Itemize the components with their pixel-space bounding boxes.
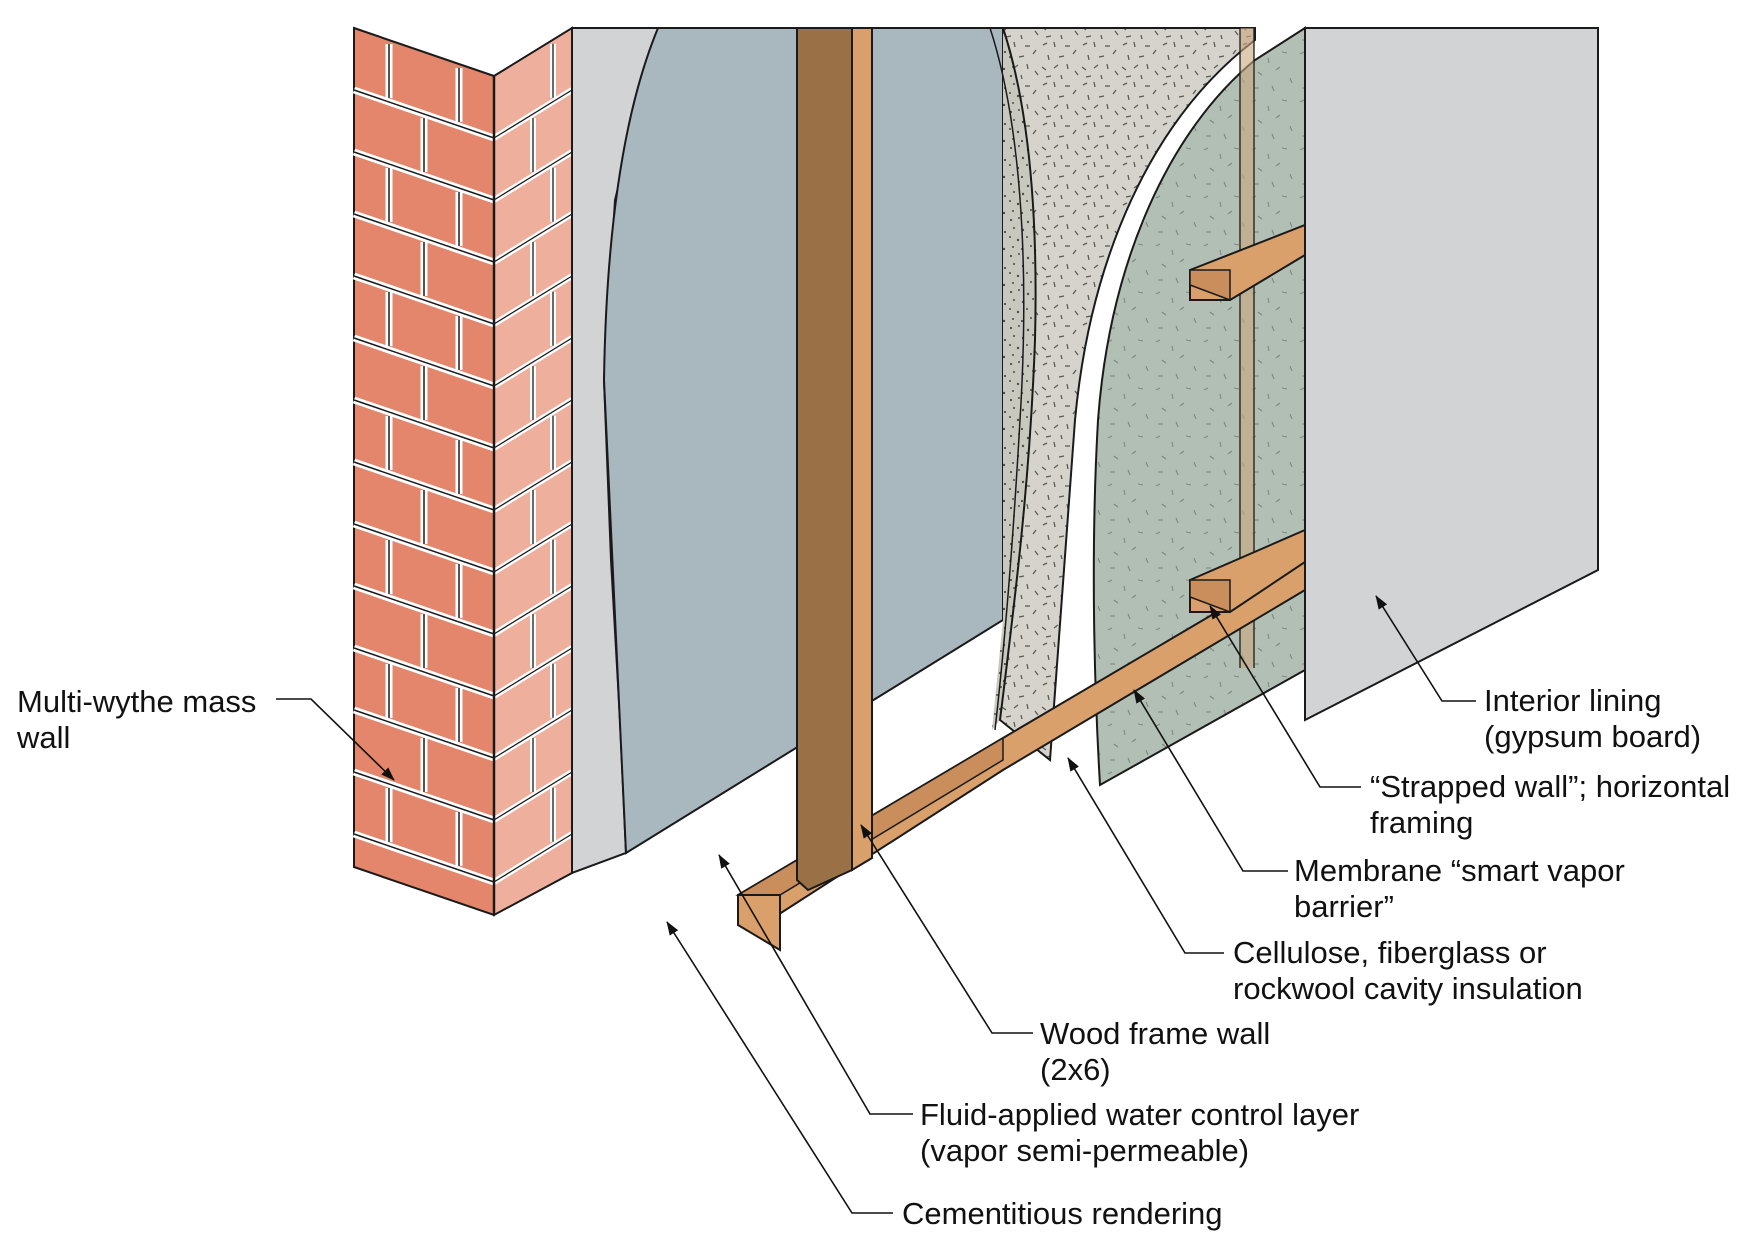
label-rendering: Cementitious rendering [902, 1196, 1223, 1232]
label-wood-frame: Wood frame wall (2x6) [1040, 1016, 1270, 1088]
leader-rendering [666, 921, 893, 1214]
label-membrane-line1: Membrane “smart vapor [1294, 853, 1625, 888]
label-wood-frame-line1: Wood frame wall [1040, 1016, 1271, 1051]
label-mass-wall-line2: wall [17, 720, 71, 755]
label-cavity-insulation: Cellulose, fiberglass or rockwool cavity… [1233, 935, 1583, 1007]
label-strapped-wall: “Strapped wall”; horizontal framing [1370, 769, 1730, 841]
label-mass-wall-line1: Multi-wythe mass [17, 684, 257, 719]
cavity-insulation [998, 27, 1256, 762]
label-membrane-line2: barrier” [1294, 889, 1394, 924]
leader-water-control [718, 854, 913, 1115]
wood-frame [735, 27, 1306, 952]
label-water-control-line2: (vapor semi-permeable) [920, 1133, 1250, 1168]
leader-interior-lining [1375, 595, 1476, 702]
label-cavity-insulation-line2: rockwool cavity insulation [1233, 971, 1583, 1006]
brick-wall [352, 26, 574, 917]
wood-stud [796, 27, 853, 892]
label-strapped-wall-line2: framing [1370, 805, 1474, 840]
label-interior-lining: Interior lining (gypsum board) [1484, 683, 1701, 755]
gypsum-board [1304, 27, 1599, 722]
label-cavity-insulation-line1: Cellulose, fiberglass or [1233, 935, 1547, 970]
label-water-control: Fluid-applied water control layer (vapor… [920, 1097, 1359, 1169]
label-rendering-line1: Cementitious rendering [902, 1196, 1223, 1231]
cavity-insulation-fiber [992, 28, 1038, 730]
label-mass-wall: Multi-wythe mass wall [17, 684, 256, 756]
label-interior-lining-line2: (gypsum board) [1484, 719, 1702, 754]
label-interior-lining-line1: Interior lining [1484, 683, 1662, 718]
label-water-control-line1: Fluid-applied water control layer [920, 1097, 1360, 1132]
label-strapped-wall-line1: “Strapped wall”; horizontal [1370, 769, 1731, 804]
leader-lines [276, 595, 1476, 1214]
leader-mass-wall [276, 698, 395, 781]
leader-membrane [1133, 689, 1288, 872]
label-wood-frame-line2: (2x6) [1040, 1052, 1111, 1087]
leader-cavity-insulation [1067, 757, 1224, 954]
label-membrane: Membrane “smart vapor barrier” [1294, 853, 1625, 925]
leader-wood-frame [860, 824, 1033, 1034]
leader-strapped-wall [1209, 605, 1361, 788]
